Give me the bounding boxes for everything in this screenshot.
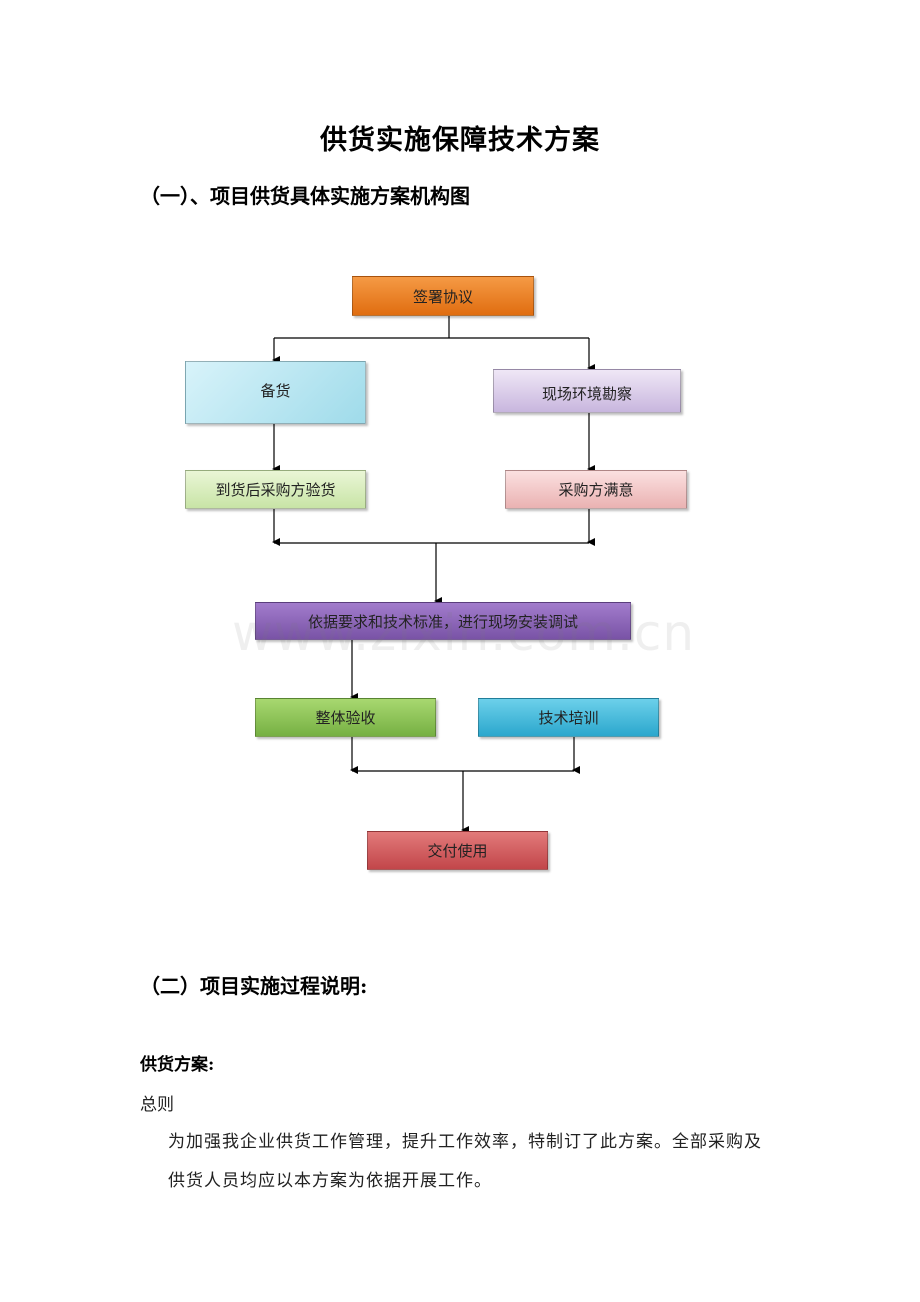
node-sign-agreement: 签署协议 xyxy=(352,276,534,316)
node-tech-training: 技术培训 xyxy=(478,698,659,737)
paragraph-line-1: 为加强我企业供货工作管理，提升工作效率，特制订了此方案。全部采购及 xyxy=(168,1132,762,1152)
node-stock-goods: 备货 xyxy=(185,361,366,424)
node-site-survey: 现场环境勘察 xyxy=(493,369,681,413)
section-heading-process: （二）项目实施过程说明: xyxy=(140,974,368,998)
node-delivery: 交付使用 xyxy=(367,831,548,870)
node-overall-acceptance: 整体验收 xyxy=(255,698,436,737)
section-heading-org-chart: （一）、项目供货具体实施方案机构图 xyxy=(140,184,470,208)
node-buyer-satisfied: 采购方满意 xyxy=(505,470,687,509)
node-buyer-inspection-label: 到货后采购方验货 xyxy=(215,481,336,499)
node-sign-agreement-label: 签署协议 xyxy=(412,287,473,306)
paragraph-line-2: 供货人员均应以本方案为依据开展工作。 xyxy=(168,1171,492,1191)
page-title: 供货实施保障技术方案 xyxy=(320,125,600,156)
node-install-debug-label: 依据要求和技术标准，进行现场安装调试 xyxy=(307,612,578,631)
node-stock-goods-label: 备货 xyxy=(260,382,291,400)
node-delivery-label: 交付使用 xyxy=(427,842,488,860)
node-site-survey-label: 现场环境勘察 xyxy=(541,385,632,403)
supply-plan-heading: 供货方案: xyxy=(140,1055,215,1075)
node-install-debug: 依据要求和技术标准，进行现场安装调试 xyxy=(255,602,631,640)
general-label: 总则 xyxy=(140,1095,174,1115)
node-tech-training-label: 技术培训 xyxy=(538,709,599,727)
node-buyer-inspection: 到货后采购方验货 xyxy=(185,470,366,509)
node-buyer-satisfied-label: 采购方满意 xyxy=(558,481,634,499)
node-overall-acceptance-label: 整体验收 xyxy=(315,709,376,727)
